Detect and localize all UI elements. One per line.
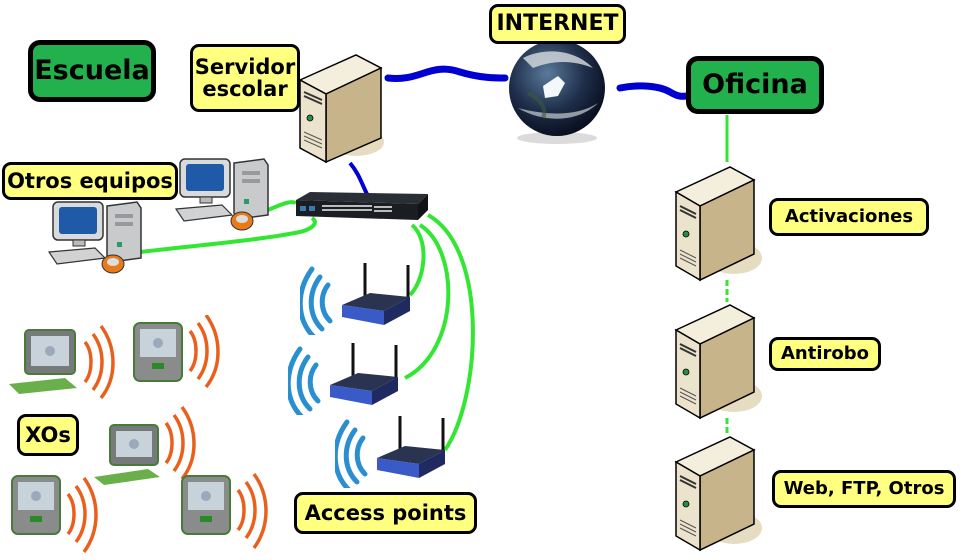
escuela-text: Escuela xyxy=(34,54,150,86)
wireless-router-icon xyxy=(300,263,410,335)
otros-equipos-label: Otros equipos xyxy=(2,162,178,200)
desktop-pc-icon xyxy=(174,158,269,231)
oficina-text: Oficina xyxy=(702,68,808,100)
network-switch-icon xyxy=(296,192,428,220)
school-server-icon xyxy=(298,54,384,164)
access-points-label: Access points xyxy=(294,492,477,534)
internet-label: INTERNET xyxy=(489,4,626,44)
link-internet-oficina xyxy=(616,82,692,100)
antirobo-label: Antirobo xyxy=(769,337,881,371)
xo-laptop-icon xyxy=(181,472,268,550)
wireless-router-icon xyxy=(288,343,398,415)
xo-laptop-icon xyxy=(9,324,115,400)
xo-laptop-icon xyxy=(133,315,220,389)
activaciones-text: Activaciones xyxy=(784,205,914,227)
link-switch-ap-2 xyxy=(404,223,451,380)
oficina-label: Oficina xyxy=(686,56,824,114)
link-switch-desktop-2 xyxy=(139,216,317,254)
otros-equipos-text: Otros equipos xyxy=(7,168,173,193)
activaciones-label: Activaciones xyxy=(769,198,929,236)
web-ftp-otros-text: Web, FTP, Otros xyxy=(783,477,945,499)
server-icon-activaciones xyxy=(674,166,762,282)
wireless-router-icon xyxy=(335,416,445,488)
server-icon-web-ftp xyxy=(674,436,762,552)
link-server-internet xyxy=(384,65,509,83)
internet-globe-icon xyxy=(509,40,605,144)
servidor-line-2: escolar xyxy=(202,77,288,101)
servidor-escolar-label: Servidor escolar xyxy=(190,44,300,112)
escuela-label: Escuela xyxy=(28,40,156,102)
server-icon-antirobo xyxy=(674,304,762,420)
web-ftp-otros-label: Web, FTP, Otros xyxy=(772,470,956,508)
access-points-text: Access points xyxy=(304,500,467,525)
servidor-line-1: Servidor xyxy=(194,54,296,79)
xo-laptop-icon xyxy=(94,405,196,485)
link-switch-ap-3 xyxy=(427,213,475,452)
desktop-pc-icon xyxy=(47,201,142,274)
internet-text: INTERNET xyxy=(496,11,619,37)
antirobo-text: Antirobo xyxy=(780,342,869,364)
xo-laptop-icon xyxy=(11,475,98,554)
link-switch-ap-1 xyxy=(408,223,426,297)
xos-text: XOs xyxy=(25,422,71,447)
link-switch-desktop-1 xyxy=(267,200,297,212)
xos-label: XOs xyxy=(17,414,79,456)
